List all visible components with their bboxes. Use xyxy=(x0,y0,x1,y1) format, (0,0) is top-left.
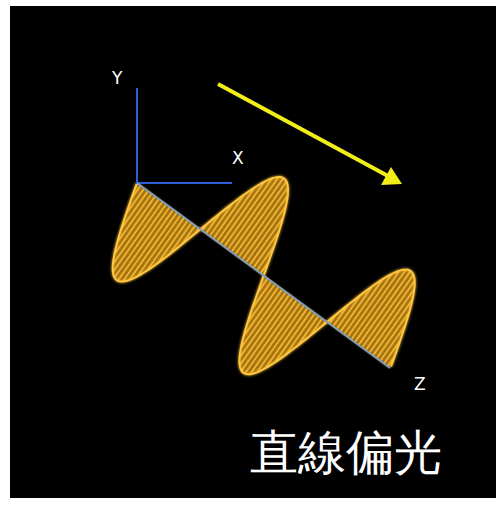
wave-hatch xyxy=(244,287,279,337)
wave-hatch xyxy=(241,297,293,371)
wave-hatch xyxy=(241,289,282,348)
wave-hatch xyxy=(265,308,308,369)
wave-hatch xyxy=(117,194,151,243)
polarized-wave xyxy=(113,177,415,374)
wave-hatch xyxy=(348,274,392,337)
y-axis xyxy=(136,88,138,184)
wave-hatch xyxy=(121,191,148,229)
wave-hatch xyxy=(362,275,413,348)
x-axis xyxy=(136,182,232,184)
axis-label: X xyxy=(232,150,244,167)
wave-outline xyxy=(113,177,415,374)
background xyxy=(10,6,496,498)
wave-hatch xyxy=(137,215,180,276)
wave-hatch xyxy=(380,325,405,360)
wave-hatch xyxy=(245,300,297,374)
z-axis xyxy=(137,183,390,368)
direction-arrowhead xyxy=(381,167,402,185)
wave-hatch xyxy=(275,310,312,362)
axis-label: Y xyxy=(112,70,122,87)
wave-hatch xyxy=(250,302,300,374)
wave-hatch xyxy=(221,182,265,244)
wave-hatch xyxy=(373,299,412,355)
wave-hatch xyxy=(114,204,166,277)
caption: 直線偏光 xyxy=(250,428,442,476)
wave-hatch xyxy=(252,281,271,308)
axis-label: Z xyxy=(414,376,426,393)
wave-hatch xyxy=(114,196,155,254)
wave-hatch xyxy=(235,182,286,255)
wave-fill xyxy=(113,177,415,374)
wave-hatch xyxy=(246,206,286,263)
wave-hatch xyxy=(147,218,184,271)
wave-hatch xyxy=(253,231,279,268)
wave-hatch xyxy=(247,284,275,323)
direction-arrow xyxy=(218,84,388,176)
